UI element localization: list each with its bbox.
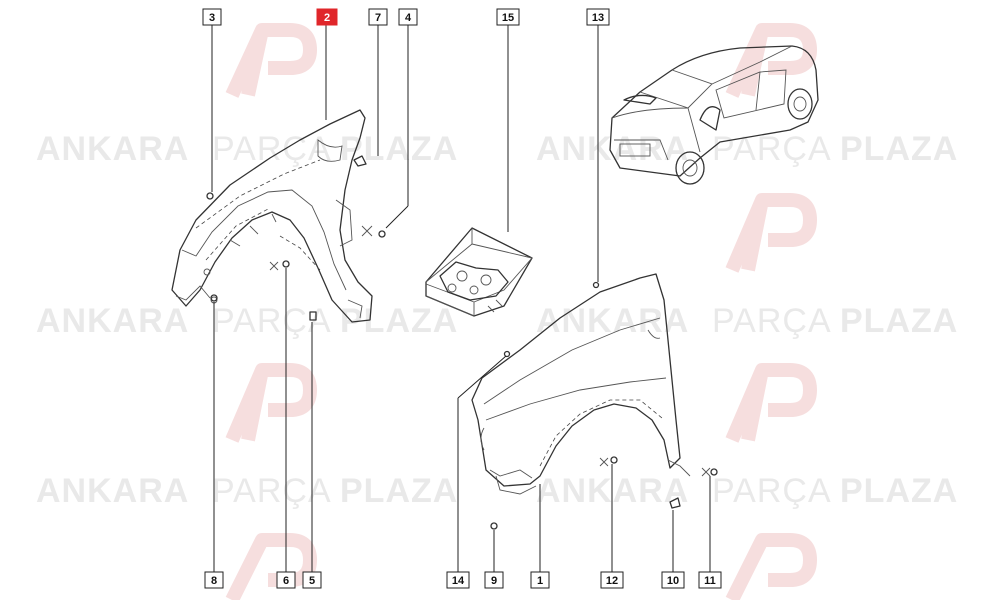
callout-label: 6 [283, 575, 289, 587]
watermark-word: PARÇA [712, 130, 832, 168]
right-fender [471, 273, 691, 495]
clip-kit-box [425, 227, 533, 317]
watermark-word: ANKARA [536, 472, 689, 510]
callout-3[interactable]: 3 [202, 8, 222, 26]
callout-14[interactable]: 14 [446, 571, 470, 589]
callout-label: 11 [704, 575, 716, 587]
watermark-word: PARÇA [212, 302, 332, 340]
callout-13[interactable]: 13 [586, 8, 610, 26]
callout-label: 5 [309, 575, 315, 587]
callout-10[interactable]: 10 [661, 571, 685, 589]
watermark-word: ANKARA [36, 302, 189, 340]
car-illustration [609, 45, 819, 185]
watermark-word: PARÇA [712, 302, 832, 340]
watermark-word: PARÇA [212, 472, 332, 510]
watermark-word: PLAZA [340, 130, 458, 168]
hardware-pieces [206, 155, 718, 530]
watermark-word: ANKARA [36, 130, 189, 168]
watermark-word: ANKARA [536, 130, 689, 168]
callout-8[interactable]: 8 [204, 571, 224, 589]
callout-6[interactable]: 6 [276, 571, 296, 589]
callout-label: 10 [667, 575, 679, 587]
callout-label: 13 [592, 12, 604, 24]
callout-11[interactable]: 11 [698, 571, 722, 589]
watermark-text-row-1: ANKARA PARÇA PLAZA ANKARA PARÇA PLAZA [36, 130, 958, 168]
callout-label: 8 [211, 575, 217, 587]
callout-label: 14 [452, 575, 465, 587]
watermark-word: PARÇA [712, 472, 832, 510]
callout-label: 3 [209, 12, 215, 24]
callout-label: 9 [491, 575, 497, 587]
callout-9[interactable]: 9 [484, 571, 504, 589]
callout-4[interactable]: 4 [398, 8, 418, 26]
callouts: 3 2 7 4 15 13 8 6 [202, 8, 722, 589]
watermark-word: PARÇA [212, 130, 332, 168]
callout-2[interactable]: 2 [316, 8, 338, 26]
callout-label: 12 [606, 575, 618, 587]
left-fender-assembly [171, 109, 373, 323]
callout-1[interactable]: 1 [530, 571, 550, 589]
watermark-layer: ANKARA PARÇA PLAZA ANKARA PARÇA PLAZA AN… [36, 23, 958, 600]
callout-15[interactable]: 15 [496, 8, 520, 26]
callout-label: 1 [537, 575, 543, 587]
callout-label: 2 [324, 12, 330, 24]
callout-7[interactable]: 7 [368, 8, 388, 26]
watermark-word: PLAZA [340, 472, 458, 510]
callout-label: 4 [405, 12, 412, 24]
watermark-logo [225, 23, 817, 600]
watermark-text-row-3: ANKARA PARÇA PLAZA ANKARA PARÇA PLAZA [36, 472, 958, 510]
leader-lines [211, 24, 711, 572]
watermark-word: PLAZA [840, 302, 958, 340]
callout-12[interactable]: 12 [600, 571, 624, 589]
callout-label: 15 [502, 12, 514, 24]
callout-5[interactable]: 5 [302, 571, 322, 589]
callout-label: 7 [375, 12, 381, 24]
watermark-text-row-2: ANKARA PARÇA PLAZA ANKARA PARÇA PLAZA [36, 302, 958, 340]
watermark-word: ANKARA [36, 472, 189, 510]
watermark-word: PLAZA [840, 472, 958, 510]
watermark-word: PLAZA [840, 130, 958, 168]
